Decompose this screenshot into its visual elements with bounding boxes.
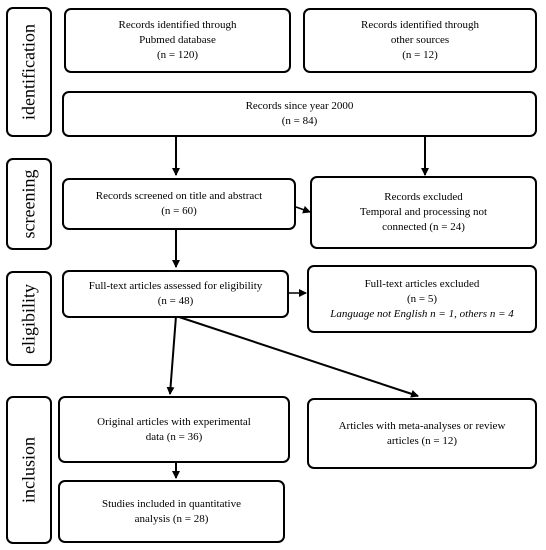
box-records-screened: Records screened on title and abstract (… (62, 178, 296, 230)
arrow-fulltext-to-meta (175, 315, 419, 398)
original-line1: Original articles with experimental (97, 415, 251, 428)
included-line1: Studies included in quantitative (101, 497, 241, 510)
meta-line1: Articles with meta-analyses or review (338, 419, 506, 432)
box-fulltext-assessed: Full-text articles assessed for eligibil… (62, 270, 289, 318)
original-line2: data (n = 36) (145, 430, 203, 443)
pubmed-line2: Pubmed database (139, 34, 216, 46)
excluded-line1: Records excluded (384, 191, 463, 203)
included-line2: analysis (n = 28) (134, 512, 209, 525)
meta-line2: articles (n = 12) (386, 434, 458, 447)
box-pubmed-records: Records identified through Pubmed databa… (64, 8, 291, 73)
stage-screening: screening (6, 158, 52, 250)
other-line3: (n = 12) (402, 49, 438, 61)
ft-excluded-line2: (n = 5) (406, 292, 438, 305)
box-fulltext-excluded: Full-text articles excluded (n = 5) Lang… (307, 265, 537, 333)
box-records-since-2000: Records since year 2000 (n = 84) (62, 91, 537, 137)
other-line1: Records identified through (361, 19, 479, 31)
stage-eligibility: eligibility (6, 271, 52, 366)
other-line2: other sources (390, 34, 450, 46)
ft-excluded-line3: Language not English n = 1, others n = 4 (330, 307, 514, 320)
pubmed-line3: (n = 120) (156, 49, 199, 61)
box-original-articles: Original articles with experimental data… (58, 396, 290, 463)
box-meta-analyses: Articles with meta-analyses or review ar… (307, 398, 537, 469)
ft-excluded-line1: Full-text articles excluded (364, 277, 480, 290)
box-records-excluded: Records excluded Temporal and processing… (310, 176, 537, 249)
assessed-line1: Full-text articles assessed for eligibil… (88, 280, 263, 292)
box-other-sources-records: Records identified through other sources… (303, 8, 537, 73)
stage-inclusion: inclusion (6, 396, 52, 544)
screened-line1: Records screened on title and abstract (95, 190, 263, 202)
pubmed-line1: Records identified through (118, 19, 237, 31)
since2000-line2: (n = 84) (281, 115, 318, 127)
excluded-line2: Temporal and processing not (359, 206, 488, 218)
stage-identification: identification (6, 7, 52, 137)
arrow-screened-to-excluded (295, 205, 311, 214)
assessed-line2: (n = 48) (157, 295, 194, 307)
arrow-fulltext-to-original (166, 315, 177, 395)
screened-line2: (n = 60) (161, 205, 197, 217)
box-studies-included: Studies included in quantitative analysi… (58, 480, 285, 543)
excluded-line3: connected (n = 24) (382, 221, 465, 233)
since2000-line1: Records since year 2000 (245, 100, 354, 112)
